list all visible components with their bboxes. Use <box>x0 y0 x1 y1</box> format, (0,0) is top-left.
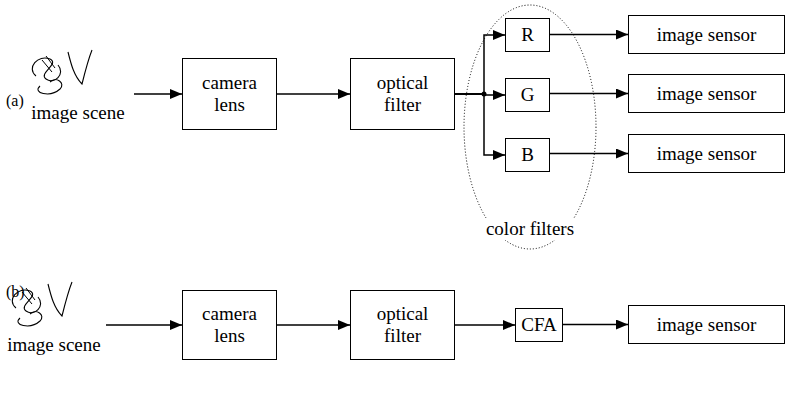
node-label: image sensor <box>657 24 757 46</box>
node-label: R <box>521 24 534 46</box>
arrow-connector <box>550 153 628 155</box>
node-label: image sensor <box>657 143 757 165</box>
node-label: camera lens <box>194 72 266 116</box>
arrow-connector <box>106 324 182 326</box>
node-label: image scene <box>2 334 106 356</box>
scene-sketch <box>32 58 60 81</box>
process-box: G <box>505 78 550 112</box>
node-label: optical filter <box>363 72 443 116</box>
arrow-connector <box>277 324 350 326</box>
scene-sketch <box>48 282 72 316</box>
process-box: CFA <box>515 308 563 342</box>
node-label: image sensor <box>657 83 757 105</box>
scene-illustration <box>22 46 102 101</box>
node-label: image scene <box>22 102 134 124</box>
node-label: optical filter <box>363 303 443 347</box>
process-box: camera lens <box>182 290 277 360</box>
arrow-connector <box>550 93 628 95</box>
process-box: optical filter <box>350 290 455 360</box>
process-box: image sensor <box>628 134 785 173</box>
group-ellipse: color filters R G B <box>463 4 597 250</box>
node-label: camera lens <box>194 303 266 347</box>
dotted-ellipse <box>464 5 596 249</box>
process-box: B <box>505 138 550 172</box>
scene-sketch <box>42 56 55 72</box>
arrow-connector <box>550 34 628 36</box>
arrow-connector <box>563 324 628 326</box>
process-box: camera lens <box>182 58 277 130</box>
scene-sketch <box>18 312 42 326</box>
process-box: image sensor <box>628 74 785 113</box>
node-label: B <box>521 144 534 166</box>
node-label: G <box>521 84 535 106</box>
process-box: image sensor <box>628 15 785 54</box>
part-label: (b) <box>6 283 25 301</box>
process-box: R <box>505 18 550 52</box>
node-label: image sensor <box>657 314 757 336</box>
arrow-connector <box>455 94 505 155</box>
scene-sketch <box>68 50 92 84</box>
process-box: optical filter <box>350 58 455 130</box>
scene-sketch <box>38 80 62 94</box>
scene-node: image scene <box>22 46 134 126</box>
arrow-connector <box>455 324 515 326</box>
node-label: CFA <box>521 314 557 336</box>
part-label: (a) <box>6 92 24 110</box>
process-box: image sensor <box>628 305 785 344</box>
arrow-connector <box>455 35 505 94</box>
arrow-connector <box>277 93 350 95</box>
node-label: color filters <box>463 218 597 240</box>
arrow-connector <box>134 93 182 95</box>
